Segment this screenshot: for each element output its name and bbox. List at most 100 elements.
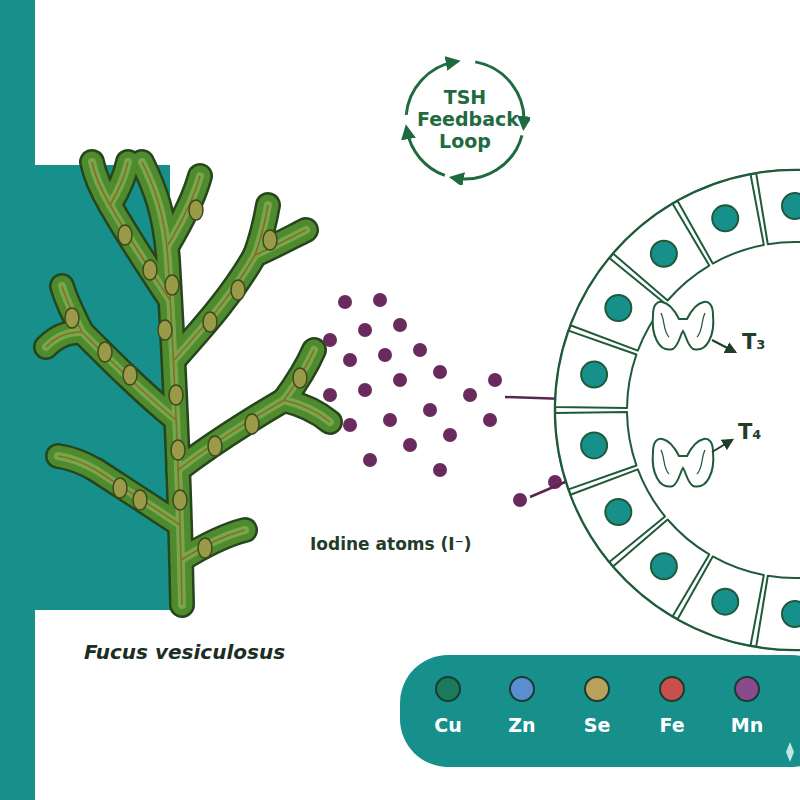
legend-text: Zn: [508, 714, 535, 736]
iodine-dot: [443, 428, 457, 442]
iodine-dot: [373, 293, 387, 307]
iodine-dot: [378, 348, 392, 362]
frond-highlight: [46, 332, 82, 347]
hormone-arrow: [712, 340, 735, 352]
legend-item: Mn: [717, 676, 777, 736]
frond-highlight: [82, 332, 176, 420]
iodine-dot: [363, 453, 377, 467]
follicle-cell: [555, 412, 636, 489]
follicle-cell: [756, 170, 800, 244]
midrib: [62, 286, 82, 332]
cell-nucleus: [581, 432, 607, 458]
species-label: Fucus vesiculosus: [82, 640, 287, 664]
feedback-cycle: TSH Feedback Loop: [400, 55, 530, 185]
cell-nucleus: [605, 295, 631, 321]
iodine-dot: [343, 418, 357, 432]
frond-outline: [58, 456, 96, 470]
air-bladder: [245, 414, 259, 434]
iodine-label: Iodine atoms (I⁻): [308, 534, 473, 554]
frond-outline: [284, 350, 314, 400]
frond-highlight: [62, 286, 82, 332]
iodine-dot: [358, 323, 372, 337]
frond-highlight: [284, 350, 314, 400]
midrib: [46, 332, 82, 347]
frond: [46, 332, 82, 347]
air-bladder: [263, 230, 277, 250]
frond-outline: [110, 162, 128, 205]
midrib: [174, 255, 255, 360]
air-bladder: [293, 368, 307, 388]
thyroid-glands: [653, 302, 735, 487]
cell-nucleus: [651, 553, 677, 579]
frond-highlight: [255, 230, 306, 255]
iodine-dot: [403, 438, 417, 452]
legend-item: Se: [567, 676, 627, 736]
iodine-dot: [338, 295, 352, 309]
air-bladder: [133, 490, 147, 510]
midrib: [181, 530, 245, 560]
air-bladder: [169, 385, 183, 405]
frond-outline: [178, 400, 284, 470]
frond-highlight: [110, 205, 170, 300]
gland-outline: [653, 439, 714, 487]
follicle-cell: [678, 174, 764, 263]
frond: [96, 470, 180, 525]
legend-swatch: [734, 676, 760, 702]
frond-outline: [82, 332, 176, 420]
air-bladder: [203, 312, 217, 332]
follicle-outer: [555, 170, 800, 650]
iodine-dot: [513, 493, 527, 507]
frond: [92, 162, 110, 205]
iodine-dot: [433, 463, 447, 477]
thyroid-follicle: [555, 170, 800, 650]
iodine-dot: [463, 388, 477, 402]
midrib: [96, 470, 180, 525]
iodine-dot: [323, 333, 337, 347]
legend-panel: [400, 655, 800, 767]
hormone-label: T₃: [740, 330, 768, 354]
iodine-dot: [483, 413, 497, 427]
air-bladder: [173, 490, 187, 510]
midrib: [110, 205, 170, 300]
frond-highlight: [174, 255, 255, 360]
cell-nucleus: [782, 601, 800, 627]
air-bladder: [98, 342, 112, 362]
frond-outline: [284, 400, 330, 422]
frond: [284, 350, 314, 400]
node-text: TSH Feedback Loop: [417, 87, 513, 153]
hormone-label: T₄: [736, 420, 764, 444]
legend-text: Se: [584, 714, 611, 736]
legend-item: Zn: [492, 676, 552, 736]
gland-detail: [661, 450, 705, 474]
legend-swatch: [584, 676, 610, 702]
legend-swatch: [509, 676, 535, 702]
frond: [58, 456, 96, 470]
air-bladder: [231, 280, 245, 300]
midrib: [82, 332, 176, 420]
iodine-dot: [393, 318, 407, 332]
legend-swatch: [659, 676, 685, 702]
frond: [110, 162, 128, 205]
iodine-dot: [393, 373, 407, 387]
iodine-dot: [413, 343, 427, 357]
iodine-dot: [323, 388, 337, 402]
air-bladder: [189, 200, 203, 220]
gland-outline: [653, 302, 714, 350]
iodine-dot: [423, 403, 437, 417]
iodine-dot: [433, 365, 447, 379]
air-bladder: [158, 320, 172, 340]
air-bladder: [171, 440, 185, 460]
frond-highlight: [284, 400, 330, 422]
frond-outline: [92, 162, 110, 205]
cell-nucleus: [605, 499, 631, 525]
sparkle: [786, 742, 794, 762]
cell-nucleus: [782, 193, 800, 219]
hormone-arrow: [712, 440, 732, 452]
frond-highlight: [110, 162, 128, 205]
midrib: [58, 456, 96, 470]
frond: [181, 530, 245, 560]
midrib: [284, 350, 314, 400]
legend-text: Mn: [731, 714, 763, 736]
air-bladder: [143, 260, 157, 280]
air-bladder: [208, 436, 222, 456]
